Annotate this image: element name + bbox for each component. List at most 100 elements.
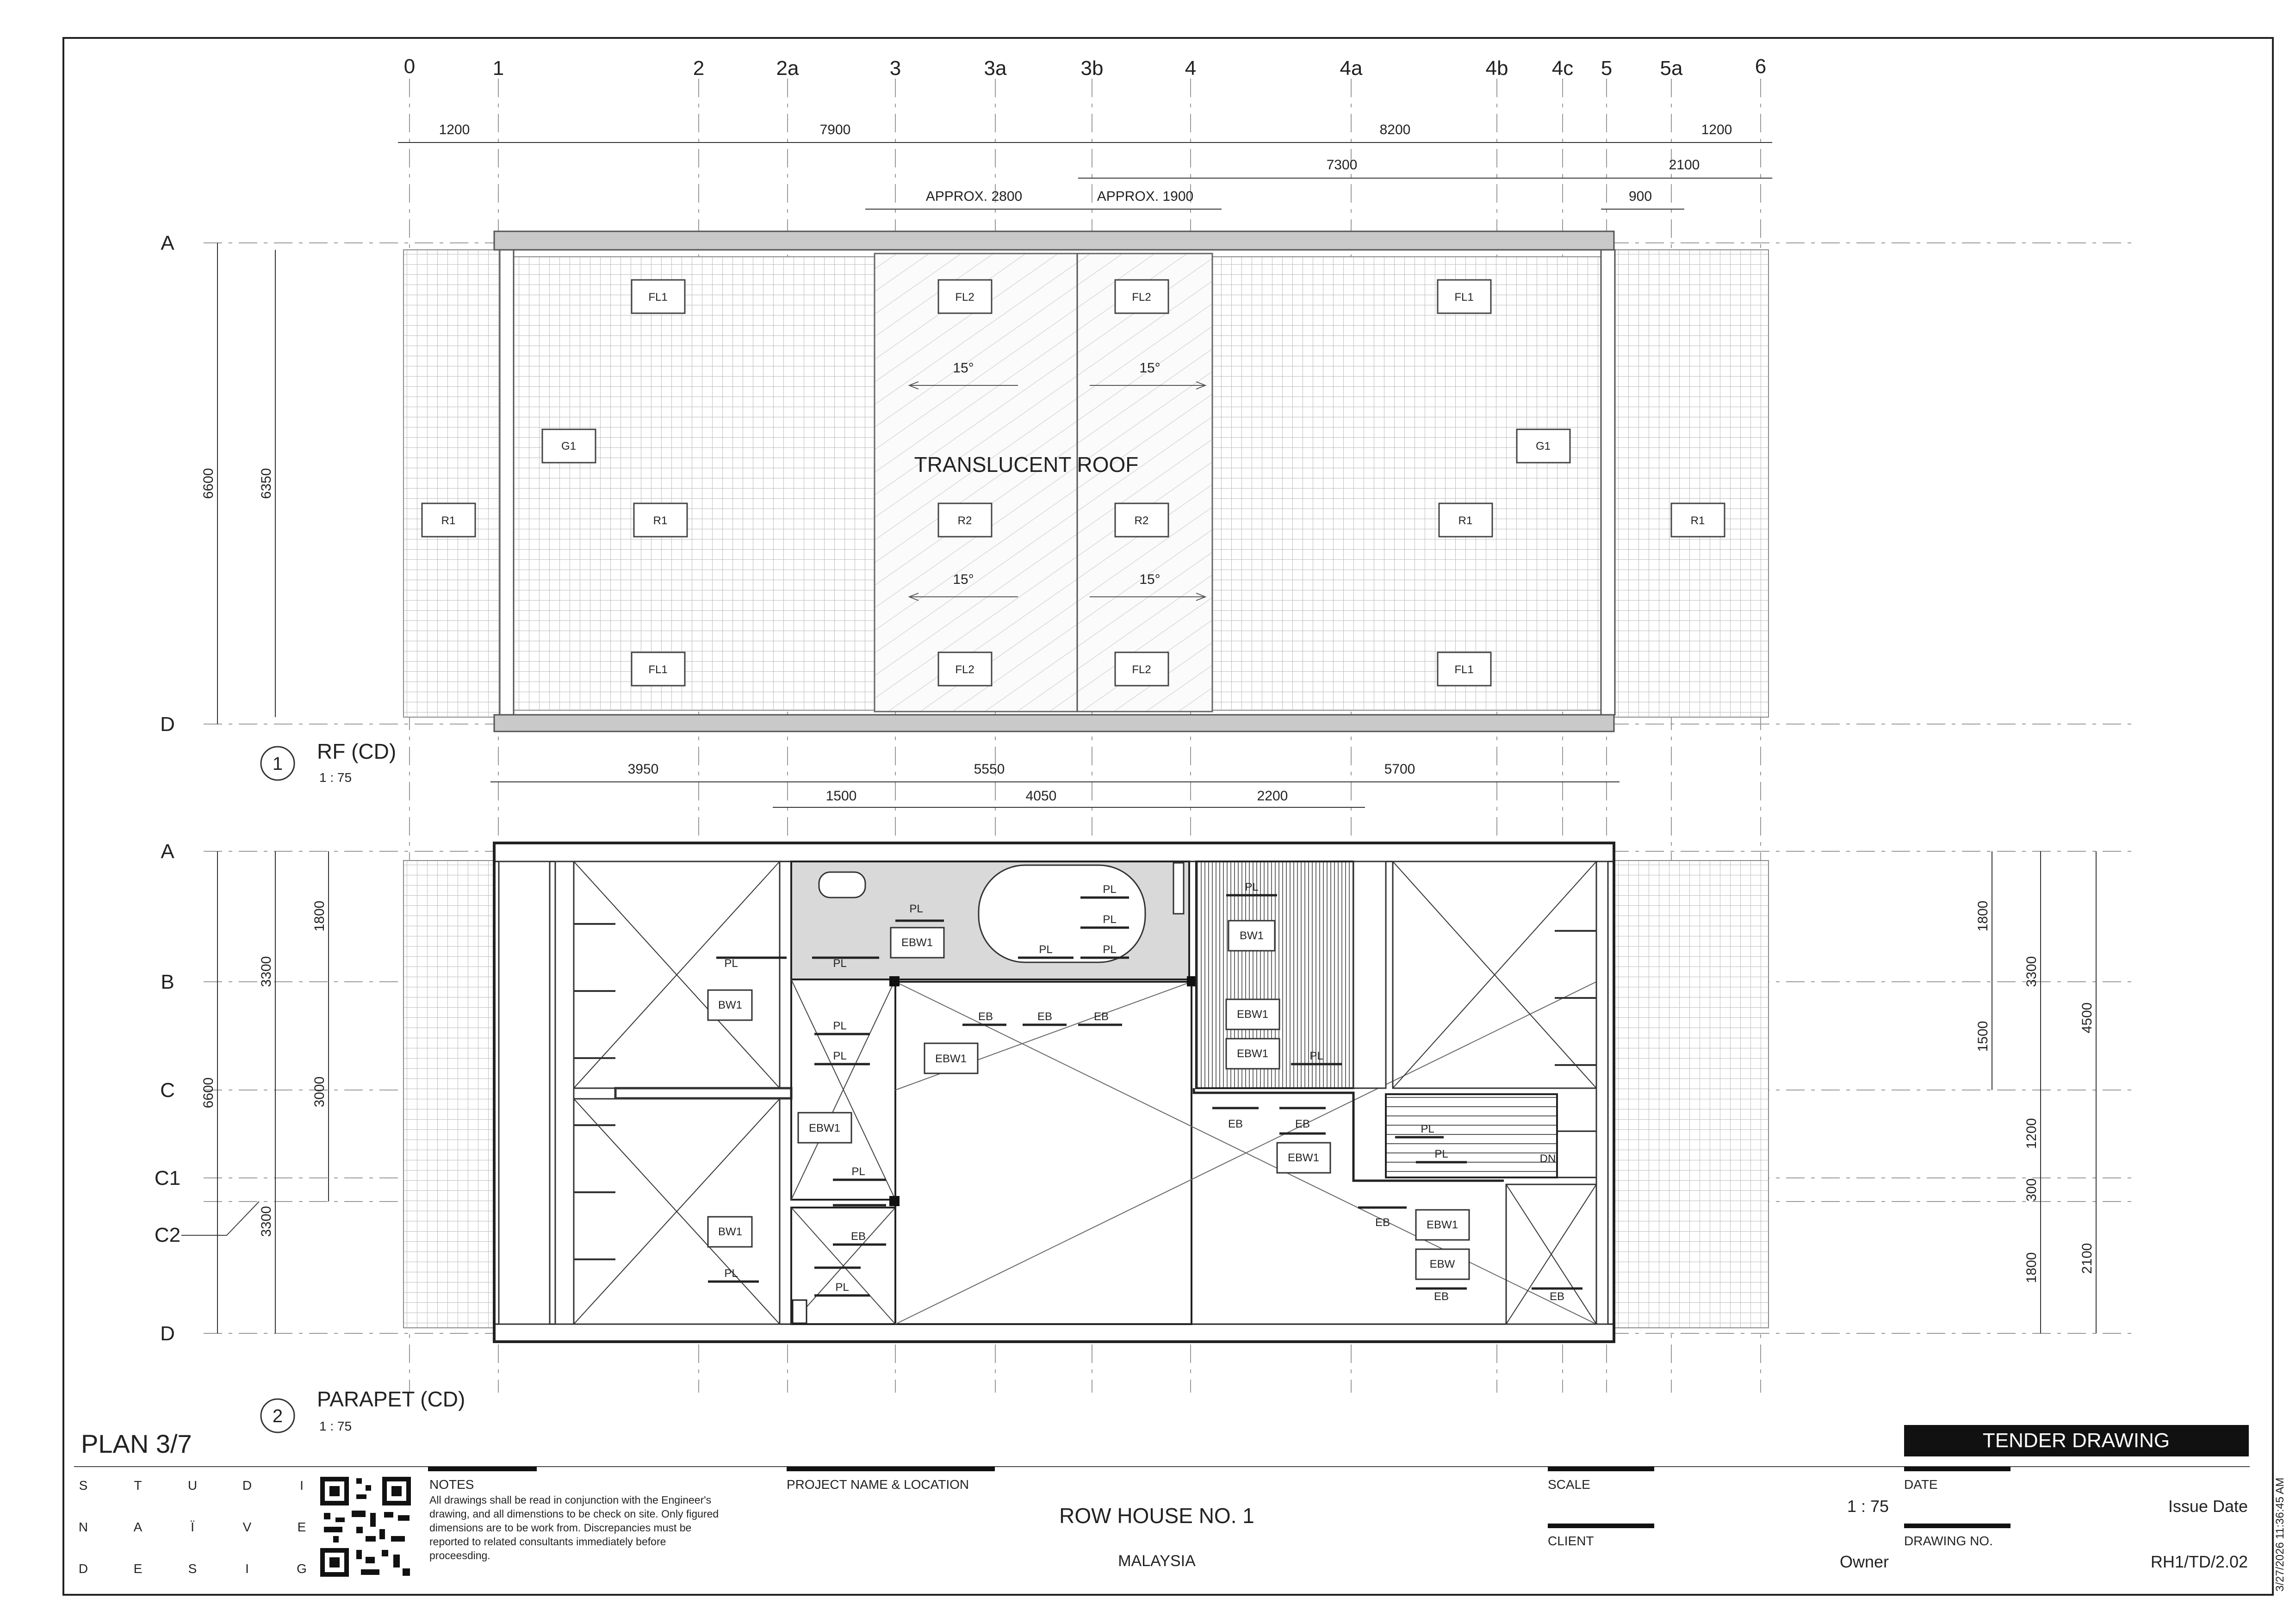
scale-value: 1 : 75: [1847, 1497, 1889, 1516]
tag-pl: PL: [1309, 1050, 1323, 1062]
parapet-dim: 1800: [1975, 901, 1991, 932]
grid-row-c2: C2: [155, 1224, 180, 1246]
qr-code-icon: [319, 1476, 412, 1578]
tag-ebw1: EBW1: [935, 1053, 967, 1065]
grid-col-3: 3: [890, 57, 901, 80]
parapet-dim: 4050: [1026, 788, 1057, 804]
tag-pl: PL: [833, 957, 846, 970]
roof-dim: 8200: [1380, 122, 1411, 137]
svg-text:T: T: [134, 1478, 142, 1493]
tag-pl: PL: [835, 1281, 849, 1294]
parapet-dim: 1200: [2024, 1118, 2039, 1149]
parapet-dim-lines: [217, 781, 2097, 1333]
svg-text:S: S: [188, 1561, 197, 1576]
svg-text:I: I: [300, 1478, 304, 1493]
tag-g1: G1: [561, 440, 576, 452]
grid-col-6: 6: [1755, 55, 1766, 78]
grid-row-labels: A D A B C C1 C2 D: [155, 232, 180, 1345]
roof-dim: 900: [1629, 189, 1652, 204]
svg-text:U: U: [188, 1478, 197, 1493]
tag-fl1: FL1: [1454, 663, 1473, 676]
tag-ebw1: EBW1: [1288, 1152, 1319, 1164]
parapet-dim: 3950: [628, 762, 659, 777]
tag-ebw1: EBW1: [1427, 1219, 1458, 1231]
parapet-plan: PL BW1 PL PL EBW1 PL PL PL PL EB EB EB P: [201, 762, 2097, 1433]
roof-dim: 1200: [439, 122, 470, 137]
tag-fl2: FL2: [1132, 663, 1151, 676]
tag-pl: PL: [833, 1050, 846, 1062]
roof-dim: 7300: [1327, 157, 1358, 173]
tag-fl1: FL1: [648, 291, 667, 304]
tag-ebw1: EBW1: [901, 936, 933, 949]
roof-plan-title: RF (CD): [317, 739, 396, 763]
parapet-plan-number: 2: [273, 1406, 283, 1426]
tag-dn: DN: [1540, 1152, 1556, 1165]
roof-dim: APPROX. 1900: [1097, 189, 1193, 204]
grid-col-3b: 3b: [1081, 57, 1104, 80]
project-location: MALAYSIA: [1118, 1552, 1196, 1570]
timestamp: 3/27/2026 11:36:45 AM: [2274, 1478, 2286, 1592]
slope-arrows: [908, 381, 1207, 601]
tag-pl: PL: [833, 1020, 846, 1032]
roof-dim-lines: [217, 142, 1772, 724]
client-value: Owner: [1840, 1552, 1889, 1571]
tag-r1: R1: [1458, 514, 1473, 527]
tag-eb: EB: [1550, 1290, 1564, 1303]
svg-text:E: E: [134, 1561, 143, 1576]
drawing-no-heading: DRAWING NO.: [1904, 1534, 1993, 1548]
slope-label: 15°: [953, 360, 974, 376]
project-heading: PROJECT NAME & LOCATION: [787, 1477, 969, 1492]
notes-text: drawing, and all dimenstions to be check…: [429, 1508, 719, 1520]
tag-eb: EB: [1094, 1010, 1109, 1023]
tag-fl2: FL2: [955, 663, 974, 676]
notes-text: proceesding.: [429, 1549, 490, 1561]
roof-dim: 7900: [820, 122, 851, 137]
roof-dim: APPROX. 2800: [926, 189, 1022, 204]
parapet-dim: 1500: [1975, 1021, 1991, 1052]
tag-pl: PL: [851, 1165, 865, 1178]
grid-row-a-roof: A: [161, 232, 174, 254]
grid-col-3a: 3a: [984, 57, 1007, 80]
svg-text:D: D: [79, 1561, 88, 1576]
grid-col-4b: 4b: [1486, 57, 1508, 80]
roof-tile-main-right: [1212, 256, 1601, 711]
slope-label: 15°: [1139, 572, 1160, 587]
parapet-dim: 1800: [2024, 1252, 2039, 1283]
tag-bw1: BW1: [718, 1226, 742, 1238]
svg-text:V: V: [243, 1520, 252, 1534]
roof-plan-scale: 1 : 75: [319, 770, 352, 785]
parapet-dim: 3300: [259, 956, 274, 987]
status-banner-text: TENDER DRAWING: [1983, 1429, 2170, 1452]
grid-col-4c: 4c: [1552, 57, 1573, 80]
parapet-dim: 2200: [1257, 788, 1288, 804]
parapet-tags: PL BW1 PL PL EBW1 PL PL PL PL EB EB EB P: [707, 881, 1582, 1303]
tag-eb: EB: [1295, 1118, 1310, 1130]
grid-row-a: A: [161, 840, 174, 863]
tag-pl: PL: [1103, 883, 1116, 896]
roof-plan-number: 1: [273, 754, 283, 774]
roof-tile-right: [1611, 249, 1769, 718]
slope-label: 15°: [1139, 360, 1160, 376]
tag-pl: PL: [1421, 1123, 1434, 1135]
parapet-dim: 5550: [974, 762, 1005, 777]
grid-col-5: 5: [1601, 57, 1612, 80]
plan-label: PLAN 3/7: [81, 1429, 192, 1458]
tag-pl: PL: [724, 1267, 738, 1280]
svg-text:D: D: [242, 1478, 252, 1493]
tag-ebw1: EBW1: [1237, 1008, 1268, 1021]
tag-eb: EB: [1375, 1216, 1390, 1229]
translucent-roof-area: [874, 253, 1213, 712]
grid-col-4: 4: [1185, 57, 1196, 80]
grid-row-d-roof: D: [160, 713, 175, 736]
roof-dim: 2100: [1669, 157, 1700, 173]
grid-row-c: C: [160, 1079, 175, 1102]
svg-text:A: A: [134, 1520, 143, 1534]
tag-pl: PL: [909, 903, 923, 915]
notes-text: dimensions are to be work from. Discrepa…: [429, 1522, 691, 1534]
status-banner: [1904, 1425, 2249, 1456]
tag-bw1: BW1: [718, 999, 742, 1011]
roof-tags: FL1 FL2 FL2 FL1 G1 G1 R1 R1 R2 R2 R1 R1 …: [421, 279, 1725, 687]
parapet-dim: 6600: [201, 1078, 216, 1109]
notes-heading: NOTES: [429, 1477, 474, 1492]
parapet-plan-title: PARAPET (CD): [317, 1387, 465, 1411]
